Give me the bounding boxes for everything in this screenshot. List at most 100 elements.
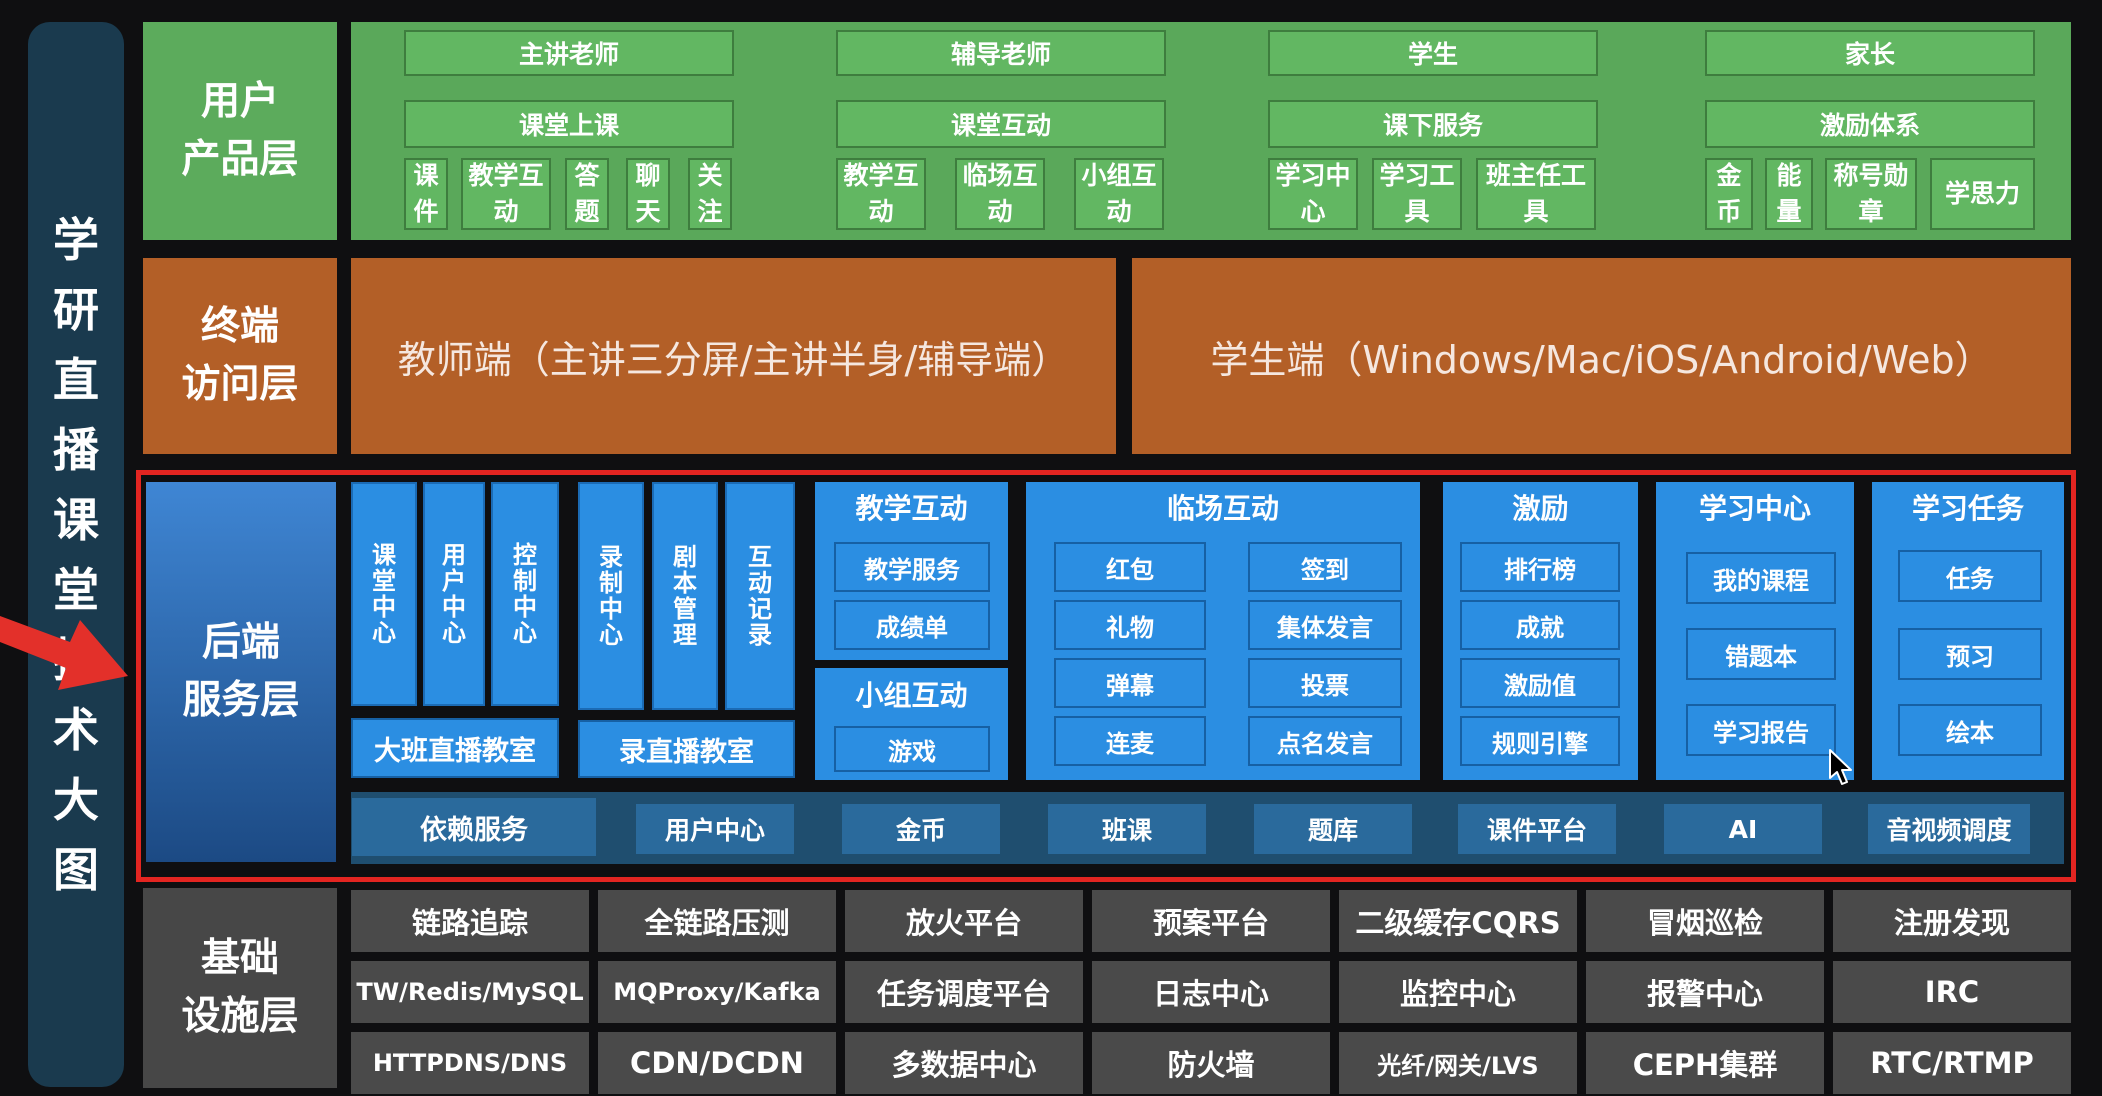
task-title: 学习任务 (1911, 492, 2024, 525)
dependency-label: 依赖服务 (352, 798, 596, 856)
study-item: 错题本 (1686, 628, 1836, 680)
backend-col: 互 动 记 录 (725, 482, 795, 710)
group-title-interaction: 课堂互动 (836, 100, 1166, 148)
title-char: 堂 (53, 562, 99, 617)
user-item: 教学互 动 (836, 158, 926, 230)
user-item: 答 题 (565, 158, 609, 230)
dependency-item: 金币 (842, 804, 1000, 854)
study-title: 学习中心 (1698, 492, 1811, 525)
teach-item: 成绩单 (834, 600, 990, 650)
backend-highlight-frame (136, 470, 2076, 882)
onsite-item: 签到 (1248, 542, 1402, 592)
title-char: 图 (53, 842, 99, 897)
incentive-item: 成就 (1460, 600, 1620, 650)
backend-col: 录 制 中 心 (578, 482, 644, 710)
task-item: 预习 (1898, 628, 2042, 680)
infra-item: 注册发现 (1833, 890, 2071, 952)
onsite-item: 红包 (1054, 542, 1206, 592)
role-tutor: 辅导老师 (836, 30, 1166, 76)
backend-col: 用 户 中 心 (423, 482, 485, 706)
incentive-item: 激励值 (1460, 658, 1620, 708)
infra-item: 链路追踪 (351, 890, 589, 952)
incentive-item: 规则引擎 (1460, 716, 1620, 766)
incentive-item: 排行榜 (1460, 542, 1620, 592)
dependency-item: 用户中心 (636, 804, 794, 854)
user-item: 教学互 动 (461, 158, 551, 230)
layer-label-backend: 后端 服务层 (146, 482, 336, 862)
title-char: 课 (53, 492, 99, 547)
user-item: 金 币 (1705, 158, 1753, 230)
study-item: 学习报告 (1686, 704, 1836, 756)
user-item: 班主任工 具 (1476, 158, 1596, 230)
onsite-item: 集体发言 (1248, 600, 1402, 650)
diagram-title: 学 研 直 播 课 堂 技 术 大 图 (28, 22, 124, 1087)
user-item: 能 量 (1765, 158, 1813, 230)
infra-item: TW/Redis/MySQL (351, 961, 589, 1023)
role-lecturer: 主讲老师 (404, 30, 734, 76)
onsite-item: 点名发言 (1248, 716, 1402, 766)
arrow-right-icon (0, 616, 128, 690)
dependency-item: 班课 (1048, 804, 1206, 854)
user-item: 称号勋 章 (1825, 158, 1917, 230)
teach-title: 教学互动 (855, 492, 968, 525)
infra-item: 放火平台 (845, 890, 1083, 952)
infra-item: 防火墙 (1092, 1032, 1330, 1094)
title-char: 研 (53, 282, 99, 337)
infra-item: 光纤/网关/LVS (1339, 1032, 1577, 1094)
dependency-item: 课件平台 (1458, 804, 1616, 854)
group-item: 游戏 (834, 726, 990, 772)
onsite-item: 投票 (1248, 658, 1402, 708)
terminal-teacher: 教师端（主讲三分屏/主讲半身/辅导端） (351, 258, 1116, 454)
onsite-title: 临场互动 (1166, 492, 1279, 525)
infra-item: 多数据中心 (845, 1032, 1083, 1094)
infra-item: 冒烟巡检 (1586, 890, 1824, 952)
onsite-item: 礼物 (1054, 600, 1206, 650)
live-classroom: 大班直播教室 (351, 718, 559, 778)
infra-item: IRC (1833, 961, 2071, 1023)
role-student: 学生 (1268, 30, 1598, 76)
infra-item: 监控中心 (1339, 961, 1577, 1023)
study-item: 我的课程 (1686, 552, 1836, 604)
infra-item: HTTPDNS/DNS (351, 1032, 589, 1094)
layer-label-infra: 基础 设施层 (143, 888, 337, 1088)
infra-item: 预案平台 (1092, 890, 1330, 952)
infra-item: 任务调度平台 (845, 961, 1083, 1023)
group-title-incentive: 激励体系 (1705, 100, 2035, 148)
infra-item: 报警中心 (1586, 961, 1824, 1023)
role-parent: 家长 (1705, 30, 2035, 76)
user-item: 学习工 具 (1372, 158, 1462, 230)
user-item: 聊 天 (626, 158, 670, 230)
dependency-item: 题库 (1254, 804, 1412, 854)
user-item: 学思力 (1930, 158, 2035, 230)
task-item: 绘本 (1898, 704, 2042, 756)
infra-item: 全链路压测 (598, 890, 836, 952)
user-item: 学习中 心 (1268, 158, 1358, 230)
backend-col: 剧 本 管 理 (652, 482, 718, 710)
teach-item: 教学服务 (834, 542, 990, 592)
infra-item: 日志中心 (1092, 961, 1330, 1023)
title-char: 播 (53, 422, 99, 477)
dependency-item: AI (1664, 804, 1822, 854)
onsite-item: 连麦 (1054, 716, 1206, 766)
recorded-classroom: 录直播教室 (578, 720, 795, 778)
incentive-title: 激励 (1512, 492, 1569, 525)
infra-item: MQProxy/Kafka (598, 961, 836, 1023)
backend-col: 课 堂 中 心 (351, 482, 417, 706)
infra-item: CDN/DCDN (598, 1032, 836, 1094)
onsite-item: 弹幕 (1054, 658, 1206, 708)
infra-item: CEPH集群 (1586, 1032, 1824, 1094)
cursor-icon (1829, 749, 1852, 785)
title-char: 术 (53, 702, 99, 757)
layer-label-user: 用户 产品层 (143, 22, 337, 240)
backend-col: 控 制 中 心 (491, 482, 559, 706)
group-title-after-class: 课下服务 (1268, 100, 1598, 148)
group-title-class: 课堂上课 (404, 100, 734, 148)
user-item: 课 件 (404, 158, 448, 230)
terminal-student: 学生端（Windows/Mac/iOS/Android/Web） (1132, 258, 2071, 454)
title-char: 学 (53, 212, 99, 267)
task-item: 任务 (1898, 550, 2042, 602)
dependency-item: 音视频调度 (1868, 804, 2030, 854)
infra-item: RTC/RTMP (1833, 1032, 2071, 1094)
layer-label-terminal: 终端 访问层 (143, 258, 337, 454)
title-char: 直 (53, 352, 99, 407)
